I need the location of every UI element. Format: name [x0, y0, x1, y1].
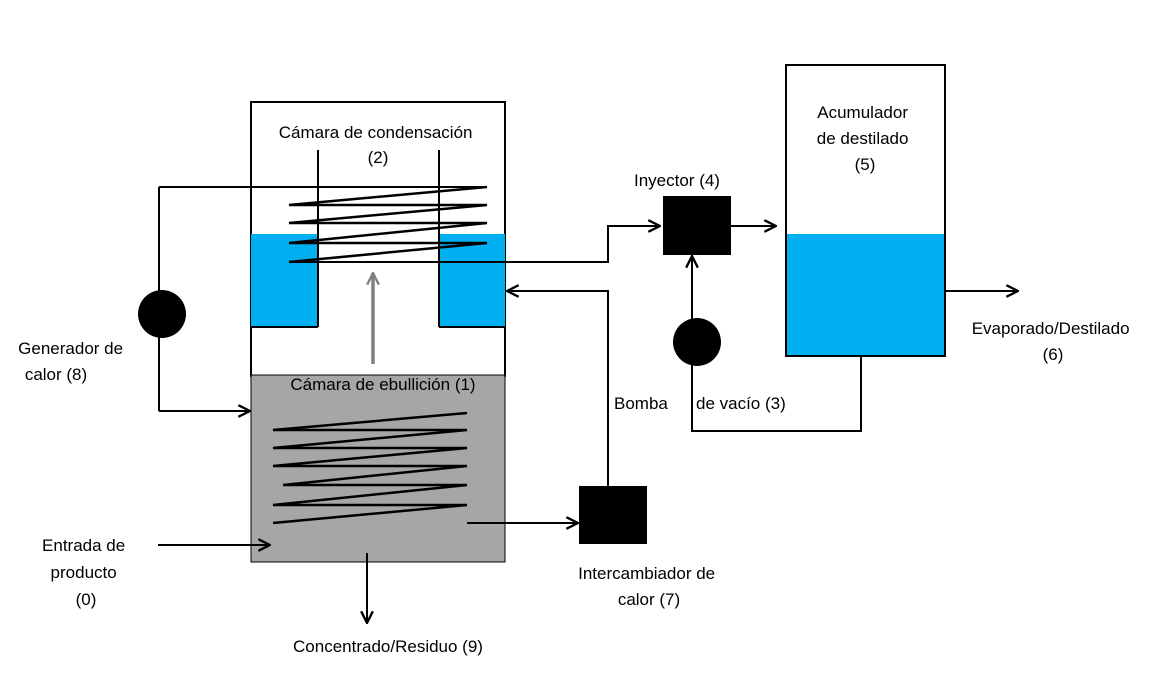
injector-label: Inyector (4)	[634, 171, 720, 190]
boiling-coil	[272, 411, 468, 525]
heat-exchanger-icon	[579, 486, 647, 544]
product-inlet-label: Entrada de producto (0)	[42, 536, 130, 609]
heat-generator-label: Generador de calor (8)	[18, 339, 128, 384]
concentrate-label: Concentrado/Residuo (9)	[293, 637, 483, 656]
boiling-chamber	[250, 374, 506, 563]
injector-icon	[663, 196, 731, 255]
condensation-chamber	[250, 101, 506, 377]
condensation-liquid-left	[251, 234, 318, 327]
condensate-line-to-injector	[289, 226, 660, 263]
boiling-chamber-label: Cámara de ebullición (1)	[290, 375, 475, 394]
accumulator-liquid	[787, 234, 944, 355]
heat-generator-icon	[138, 290, 186, 338]
evaporated-label: Evaporado/Destilado (6)	[972, 319, 1135, 364]
vacuum-pump-icon	[673, 318, 721, 366]
distillate-accumulator	[785, 64, 946, 357]
heat-exchanger-label: Intercambiador de calor (7)	[578, 564, 720, 609]
condensation-coil	[288, 185, 488, 264]
vacuum-pump-label-bomba: Bomba	[614, 394, 668, 413]
heat-generator-loop	[138, 186, 487, 411]
condensation-liquid-right	[439, 234, 505, 327]
accumulator-label: Acumulador de destilado (5)	[817, 103, 913, 174]
boiling-chamber-body	[250, 374, 506, 563]
vacuum-pump-label: de vacío (3)	[696, 394, 786, 413]
exchanger-return-line	[507, 291, 609, 486]
condensation-chamber-label: Cámara de condensación (2)	[279, 123, 477, 167]
